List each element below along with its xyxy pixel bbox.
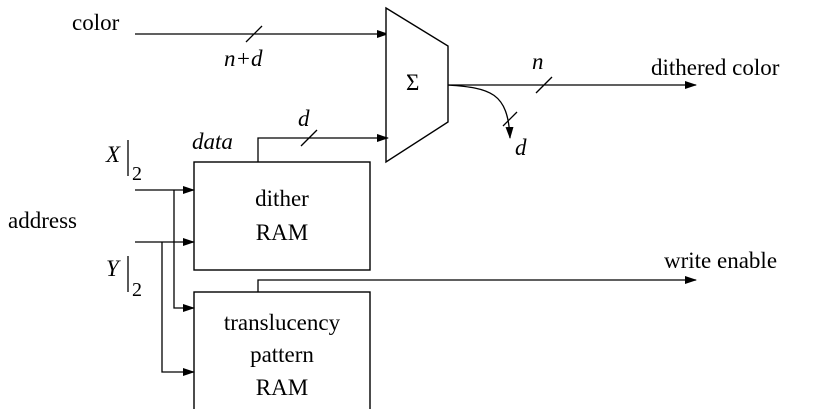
y-sub-label: 2 bbox=[132, 279, 142, 301]
dithered-bus-slash bbox=[535, 76, 553, 94]
discard-curve bbox=[447, 84, 514, 139]
y-to-translucency-line bbox=[161, 242, 195, 376]
x-var-label: X bbox=[105, 142, 121, 167]
discard-slash bbox=[502, 111, 518, 127]
y-var-label: Y bbox=[106, 256, 121, 281]
data-bus-slash bbox=[300, 129, 318, 147]
dither-ram-block: dither RAM bbox=[193, 161, 371, 271]
adder-block: Σ bbox=[385, 6, 449, 164]
dither-ram-line2: RAM bbox=[256, 220, 308, 245]
write-enable-output: write enable bbox=[257, 248, 777, 292]
translucency-ram-rect bbox=[193, 291, 371, 409]
n-plus-d-label: n+d bbox=[224, 46, 263, 71]
d-output-label: d bbox=[515, 135, 527, 160]
n-output-label: n bbox=[532, 49, 544, 74]
dithered-color-output: n dithered color bbox=[448, 49, 780, 94]
translucency-ram-line1: translucency bbox=[224, 310, 341, 335]
translucency-ram-line2: pattern bbox=[250, 342, 314, 367]
discarded-bits-output: d bbox=[447, 84, 527, 160]
data-label: data bbox=[192, 129, 233, 154]
x-sub-label: 2 bbox=[132, 163, 142, 185]
write-enable-label: write enable bbox=[664, 248, 777, 273]
write-enable-line bbox=[257, 276, 697, 292]
x-to-translucency-line bbox=[173, 190, 195, 312]
data-bus-line bbox=[257, 134, 389, 162]
color-bus-slash bbox=[245, 25, 263, 43]
dither-ram-line1: dither bbox=[255, 186, 309, 211]
sigma-symbol: Σ bbox=[406, 70, 419, 95]
d-data-label: d bbox=[298, 106, 310, 131]
translucency-ram-block: translucency pattern RAM bbox=[193, 291, 371, 409]
address-label: address bbox=[8, 208, 77, 233]
translucency-ram-line3: RAM bbox=[256, 375, 308, 400]
dithered-color-label: dithered color bbox=[651, 55, 780, 80]
adder-trapezoid bbox=[385, 6, 449, 164]
dither-ram-rect bbox=[193, 161, 371, 271]
color-input: color n+d bbox=[72, 10, 389, 71]
color-label: color bbox=[72, 10, 120, 35]
address-inputs: address X 2 Y 2 bbox=[8, 140, 195, 376]
dither-data-bus: d data bbox=[192, 106, 389, 162]
